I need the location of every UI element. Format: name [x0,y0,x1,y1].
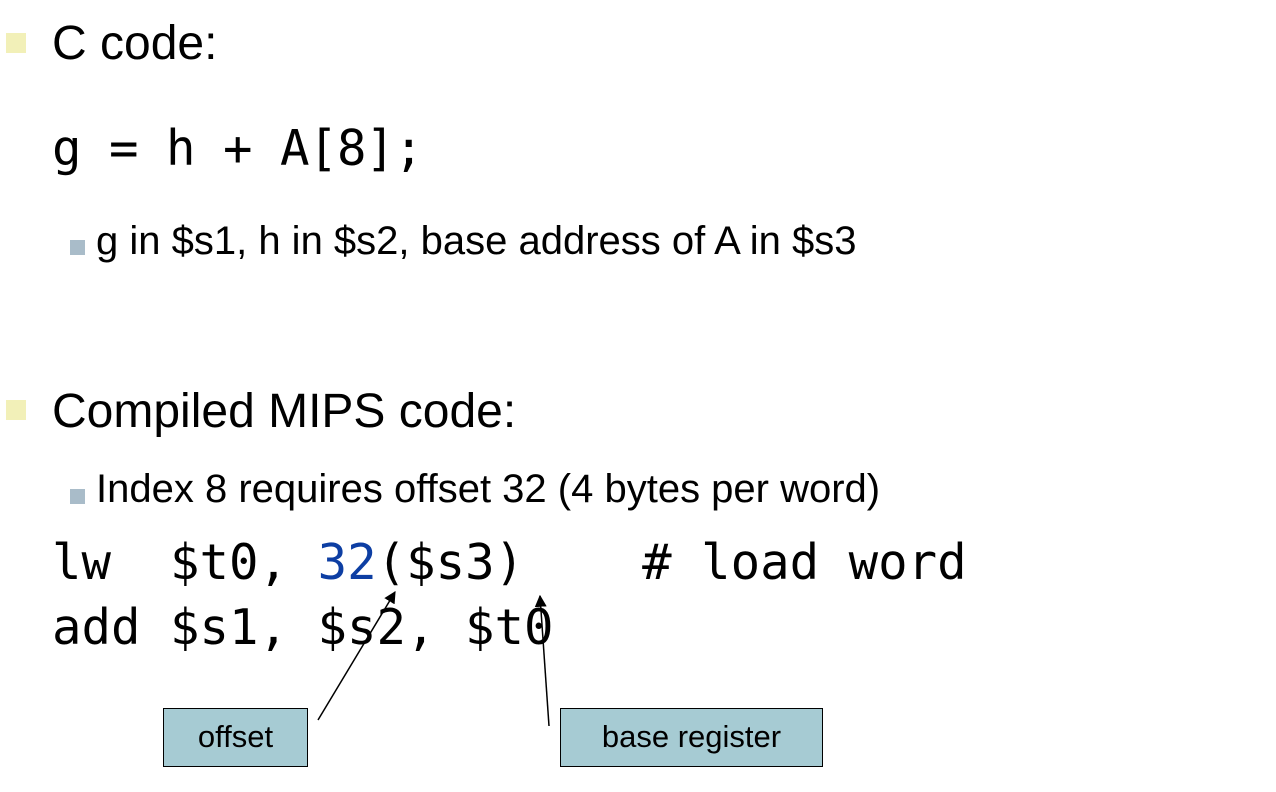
mips-line-lw: lw $t0, 32($s3) # load word [52,534,967,592]
lw-base-register: ($s3) [376,534,525,591]
lw-opcode: lw [52,534,112,591]
base-register-callout: base register [560,708,823,767]
variable-mapping-note: g in $s1, h in $s2, base address of A in… [96,219,857,263]
add-opcode: add [52,599,141,656]
bullet-square-icon [6,33,26,53]
lw-dest-register: $t0, [170,534,289,591]
c-code-line: g = h + A[8]; [52,120,424,177]
bullet-square-icon [70,240,85,255]
bullet-square-icon [6,400,26,420]
mips-code-heading: Compiled MIPS code: [52,385,517,438]
offset-callout: offset [163,708,308,767]
lw-offset-value: 32 [317,534,377,591]
lw-comment: # load word [642,534,967,591]
offset-arrow [317,590,396,721]
c-code-heading: C code: [52,17,218,70]
offset-explanation-note: Index 8 requires offset 32 (4 bytes per … [96,467,881,511]
base-register-arrow [534,594,550,727]
bullet-square-icon [70,489,85,504]
add-arguments: $s1, $s2, $t0 [170,599,554,656]
mips-line-add: add $s1, $s2, $t0 [52,599,554,657]
